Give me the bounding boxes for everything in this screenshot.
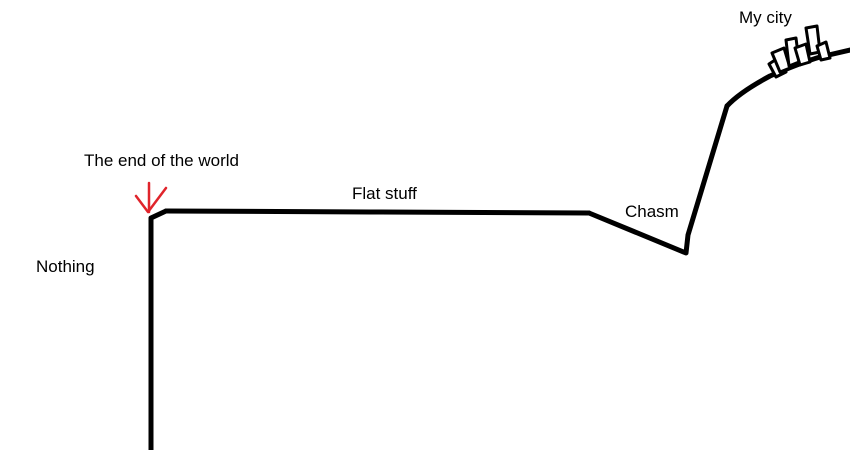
end-of-world-label: The end of the world: [84, 151, 239, 170]
red-arrow-icon: [134, 181, 168, 214]
chasm-line: [586, 103, 730, 256]
chasm-label: Chasm: [625, 202, 679, 221]
hill-line: [724, 47, 850, 109]
nothing-label: Nothing: [36, 257, 95, 276]
flat-stuff-label: Flat stuff: [352, 184, 417, 203]
city-building: [793, 42, 812, 67]
flat-ground-line: [163, 208, 592, 216]
city-building: [770, 46, 792, 74]
my-city-label: My city: [739, 8, 792, 27]
cliff-line: [148, 208, 169, 450]
city-building: [815, 40, 832, 62]
city-buildings: [767, 24, 832, 79]
